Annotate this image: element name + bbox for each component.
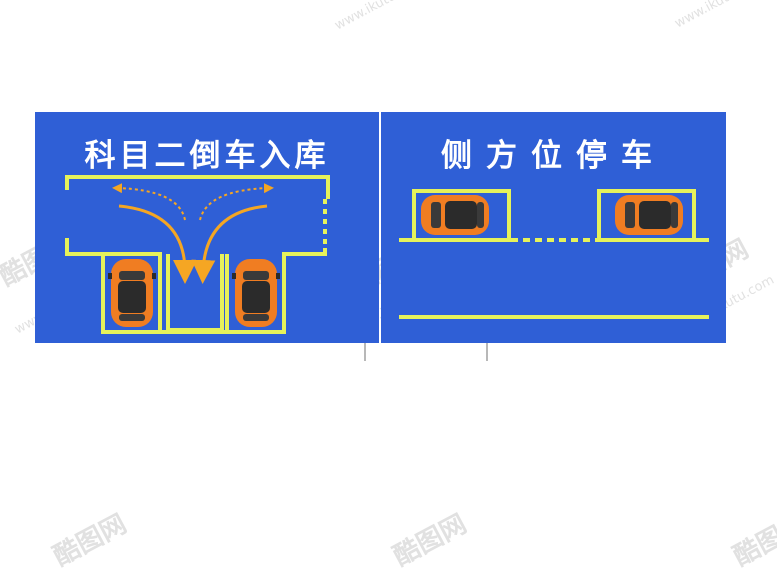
reverse-parking-diagram xyxy=(65,175,330,334)
car-icon xyxy=(615,195,683,235)
sign-post xyxy=(364,343,366,361)
watermark-url: www.ikutu.com xyxy=(332,0,427,34)
reverse-parking-title: 科目二倒车入库 xyxy=(84,138,330,174)
side-parking-diagram xyxy=(399,189,709,319)
watermark-logo: 酷图网 xyxy=(48,509,132,573)
car-icon xyxy=(232,259,280,327)
side-parking-sign: 侧方位停车 xyxy=(381,112,726,343)
sign-post xyxy=(486,343,488,361)
car-icon xyxy=(108,259,156,327)
watermark-url: www.ikutu.com xyxy=(672,0,767,32)
car-icon xyxy=(421,195,489,235)
reverse-parking-sign: 科目二倒车入库 xyxy=(35,112,379,343)
side-parking-title: 侧方位停车 xyxy=(441,138,666,174)
watermark-logo: 酷图网 xyxy=(728,509,777,573)
watermark-logo: 酷图网 xyxy=(388,509,472,573)
